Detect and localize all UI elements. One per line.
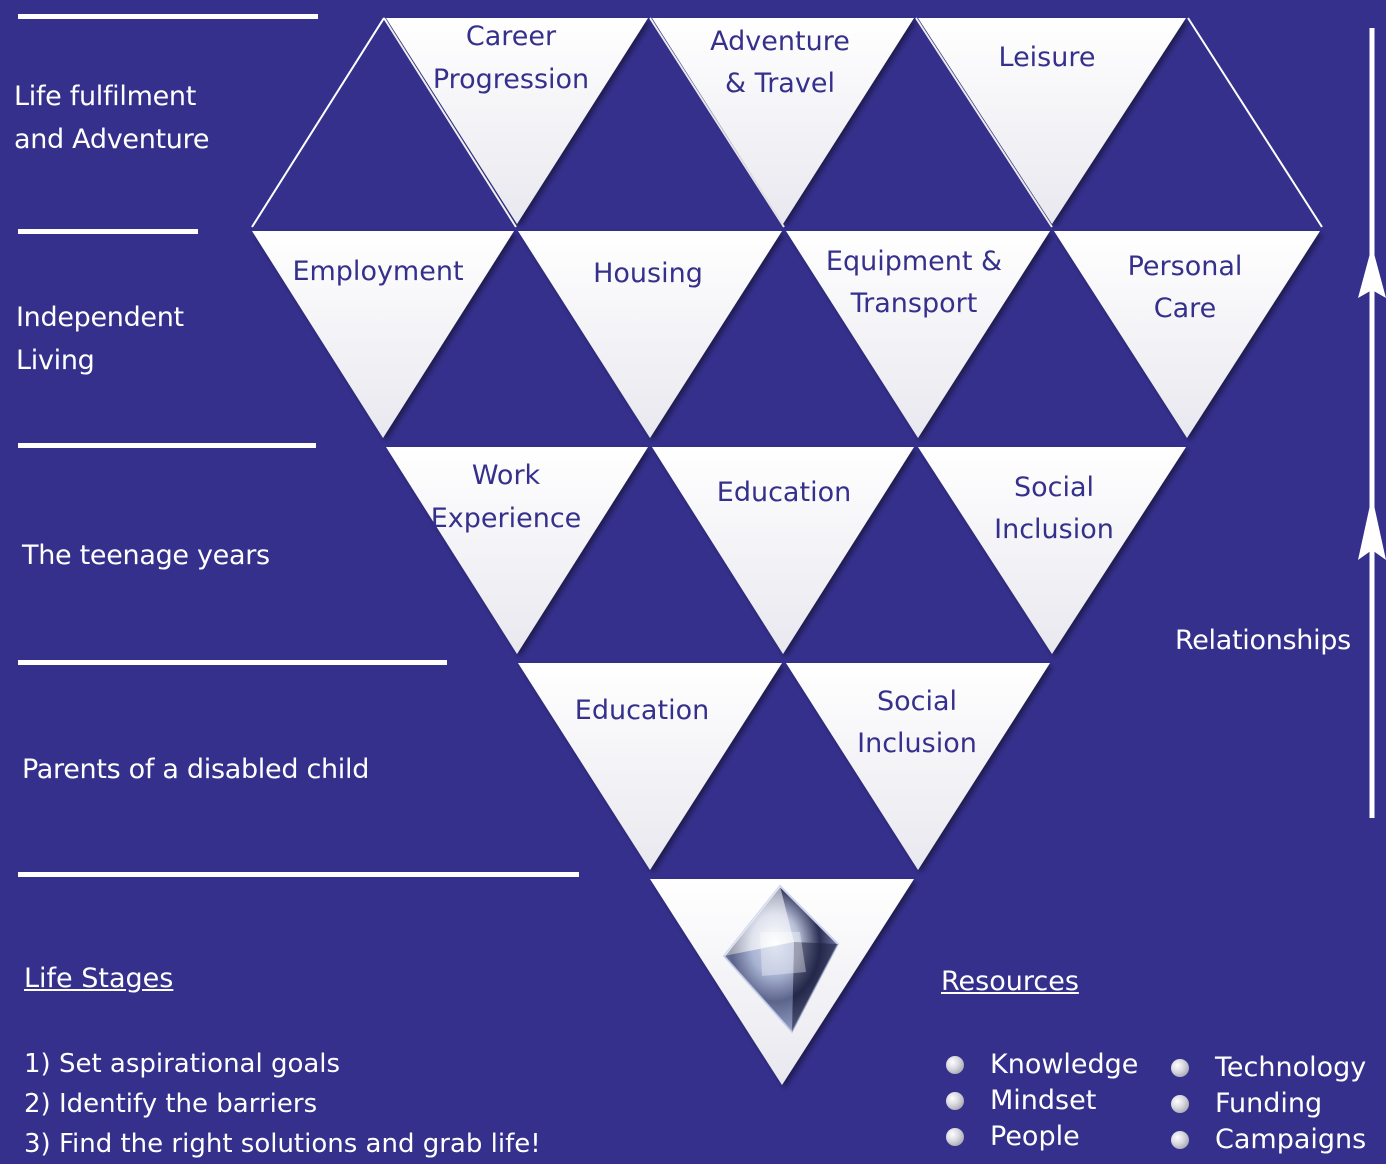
resource-item: Mindset [946,1083,1138,1119]
triangle-label: Social [1014,472,1094,503]
divider-line [18,872,579,877]
stage-label-line: and Adventure [14,124,210,155]
bullet-icon [946,1056,964,1074]
triangle-label: Work [472,460,541,491]
resource-label: People [990,1121,1080,1152]
resource-label: Technology [1215,1052,1367,1083]
triangle-row1-0 [386,18,648,224]
triangle-label: Leisure [999,42,1096,73]
stage-label-fulfilment: Life fulfilment and Adventure [14,75,209,161]
up-arrow-icon [1358,28,1386,818]
triangle-label: Employment [292,256,463,287]
life-stages-heading: Life Stages [24,963,174,994]
triangle-row1-1 [652,18,914,224]
triangle-label: Education [575,695,709,726]
stage-label-line: Living [16,345,95,376]
divider-line [18,443,316,448]
life-stages-steps: 1) Set aspirational goals 2) Identify th… [24,1044,541,1164]
triangle-label: Housing [593,258,703,289]
stage-label-line: Life fulfilment [14,81,196,112]
resource-item: Knowledge [946,1047,1138,1083]
resource-item: Funding [1171,1086,1366,1122]
triangle-label: Inclusion [857,728,977,759]
resource-label: Knowledge [990,1049,1139,1080]
outline-edges [251,17,1323,228]
resource-label: Campaigns [1215,1124,1367,1155]
divider-line [18,229,198,234]
triangle-label: Progression [433,64,589,95]
triangle-label: Inclusion [994,514,1114,545]
triangle-label: Equipment & [826,246,1002,277]
bullet-icon [1171,1095,1189,1113]
step-item: 2) Identify the barriers [24,1089,318,1119]
triangle-row3-0 [386,447,648,654]
triangle-label: Education [717,477,851,508]
resource-item: Campaigns [1171,1122,1366,1158]
triangle-row3-1 [652,447,914,654]
relationships-label: Relationships [1175,625,1351,656]
resources-heading: Resources [941,966,1079,997]
triangle-row2-2 [786,231,1050,438]
divider-line [18,660,447,665]
stage-label-line: Parents of a disabled child [22,754,370,785]
diamond-gem-icon [722,884,840,1034]
triangle-row2-3 [1054,231,1320,438]
step-item: 1) Set aspirational goals [24,1049,341,1079]
step-item: 3) Find the right solutions and grab lif… [24,1129,541,1159]
triangle-row2-1 [518,231,782,438]
triangle-label: Experience [431,503,582,534]
bullet-icon [1171,1131,1189,1149]
resource-item: Technology [1171,1050,1366,1086]
stage-label-independent: Independent Living [16,296,184,382]
triangle-label: Career [466,21,557,52]
triangle-label: Transport [850,288,978,319]
triangle-label: & Travel [725,68,835,99]
stage-label-parents: Parents of a disabled child [22,748,369,791]
bullet-icon [946,1092,964,1110]
triangle-row3-2 [918,447,1186,654]
resources-col-2: Technology Funding Campaigns [1171,1050,1366,1158]
stage-label-line: Independent [16,302,184,333]
triangle-row1-2 [918,18,1186,224]
resource-label: Funding [1215,1088,1323,1119]
triangle-label: Care [1154,293,1217,324]
bullet-icon [946,1128,964,1146]
resource-label: Mindset [990,1085,1097,1116]
resource-item: People [946,1119,1138,1155]
triangle-row2-0 [252,231,514,438]
triangle-label: Personal [1128,251,1243,282]
stage-label-teenage: The teenage years [22,534,270,577]
triangle-label: Adventure [710,26,850,57]
triangle-label: Social [877,686,957,717]
triangle-row4-0 [518,663,782,870]
divider-line [18,14,318,19]
bullet-icon [1171,1059,1189,1077]
triangle-row4-1 [786,663,1050,870]
resources-col-1: Knowledge Mindset People [946,1047,1138,1155]
stage-label-line: The teenage years [22,540,270,571]
